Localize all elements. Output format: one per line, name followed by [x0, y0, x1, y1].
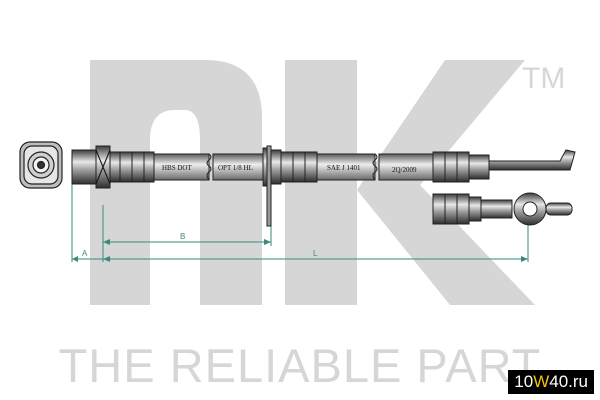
hose-label-4: 2Q/2009 — [392, 166, 417, 174]
dimension-a-label: A — [82, 249, 88, 258]
site-badge-prefix: 10 — [514, 372, 534, 391]
site-badge: 10W40.ru — [508, 370, 594, 394]
site-badge-accent: W — [533, 372, 550, 391]
site-badge-suffix: 40.ru — [549, 372, 588, 391]
brake-hose-main — [71, 145, 576, 227]
hose-label-2: OPT 1/8 HL — [218, 164, 253, 172]
hose-label-3: SAE J 1401 — [327, 164, 361, 172]
trademark-mark: TM — [522, 62, 565, 95]
dimension-b-label: B — [180, 232, 185, 241]
fitting-end-view — [19, 141, 63, 189]
banjo-fitting — [432, 192, 573, 226]
hose-label-1: HBS DOT — [162, 164, 192, 172]
nk-logo-watermark — [90, 60, 535, 305]
dimension-l-label: L — [313, 249, 318, 258]
tagline-watermark: THE RELIABLE PART — [58, 339, 542, 392]
